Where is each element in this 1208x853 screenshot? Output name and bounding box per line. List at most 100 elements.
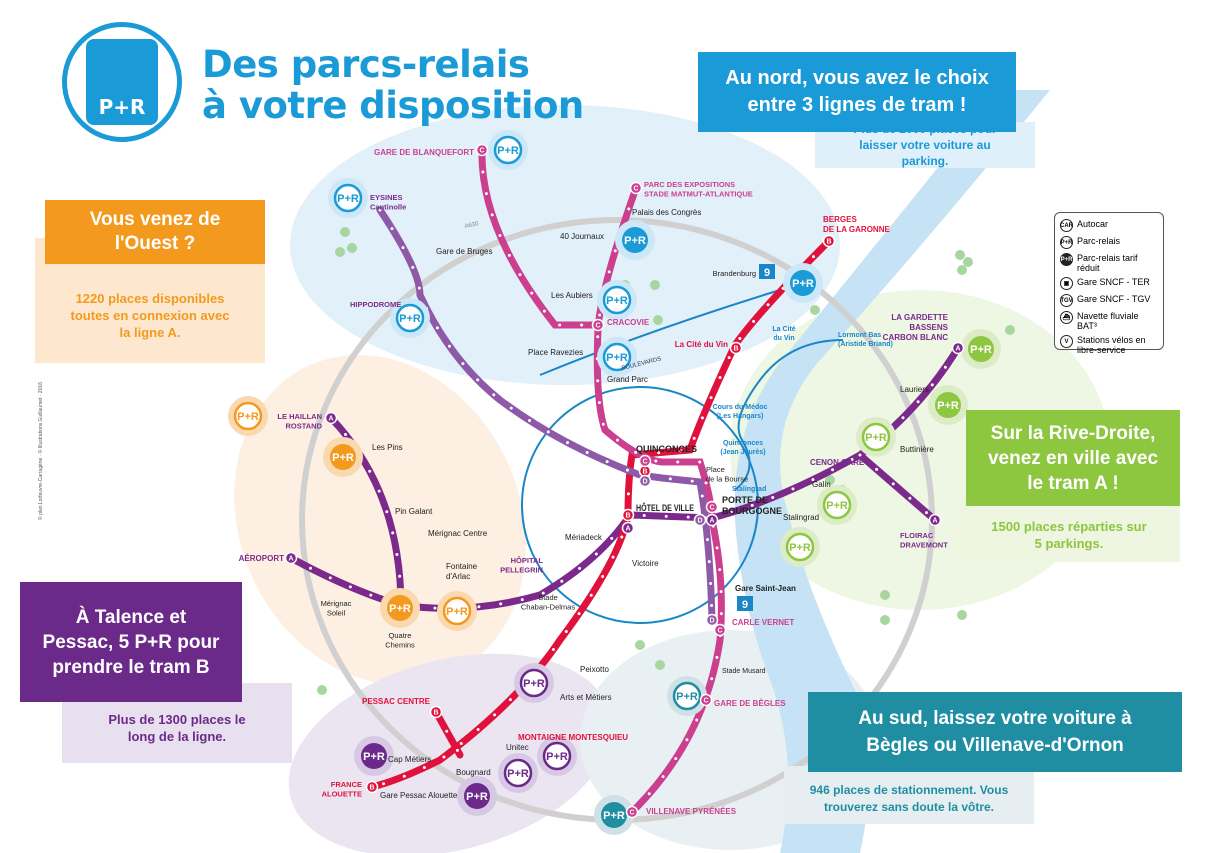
line-letter: A	[932, 518, 937, 525]
east-detail: 1500 places réparties sur 5 parkings.	[958, 500, 1180, 562]
line-badge-A: A	[951, 341, 965, 355]
station-label-line: Gare Saint-Jean	[735, 584, 796, 593]
station-label: Gare Saint-Jean	[735, 584, 796, 593]
station-label-line: Palais des Congrès	[632, 208, 701, 217]
station-label-line: Stade	[538, 593, 558, 602]
park-ride-marker[interactable]: P+R	[961, 329, 1001, 369]
station-label-line: GARE DE BLANQUEFORT	[374, 148, 474, 157]
station-label-line: Stalingrad	[783, 513, 819, 522]
park-ride-marker[interactable]: P+R	[323, 437, 363, 477]
station-label: Place Ravezies	[528, 348, 583, 357]
line-badge-C: C	[475, 143, 489, 157]
park-ride-icon	[861, 422, 891, 452]
station-label-line: Victoire	[632, 559, 659, 568]
station-label-line: MONTAIGNE MONTESQUIEU	[518, 733, 628, 742]
park-ride-marker[interactable]: P+R	[228, 396, 268, 436]
line-badge-B: B	[729, 341, 743, 355]
tree-icon	[957, 610, 967, 620]
park-ride-marker[interactable]: P+R	[488, 130, 528, 170]
park-ride-label: P+R	[389, 603, 411, 615]
line-badge-A: A	[705, 513, 719, 527]
park-ride-marker[interactable]: P+R	[380, 588, 420, 628]
station-label: Bougnard	[456, 768, 491, 777]
park-ride-icon	[822, 490, 852, 520]
page-title: Des parcs-relais à votre disposition	[202, 44, 584, 126]
west-detail-text: 1220 places disponibles toutes en connex…	[70, 291, 230, 340]
station-label-line: CARLE VERNET	[732, 618, 794, 627]
line-badge-D: D	[638, 474, 652, 488]
park-ride-marker[interactable]: P+R	[354, 736, 394, 776]
bus-line-9-badge: 9	[759, 264, 775, 279]
station-label: Brandenburg	[713, 269, 756, 278]
line-letter: A	[328, 416, 333, 423]
park-ride-marker[interactable]: P+R	[437, 591, 477, 631]
station-label-line: Lormont Bas	[838, 332, 881, 339]
river-shuttle-route	[734, 339, 844, 491]
tram-stops-A	[329, 416, 403, 607]
park-ride-marker[interactable]: P+R	[597, 337, 637, 377]
park-ride-icon: P+R	[1060, 236, 1073, 249]
station-label: Peixotto	[580, 665, 609, 674]
station-label-line: Arts et Métiers	[560, 693, 612, 702]
station-label-line: (Les Hangars)	[717, 413, 764, 420]
park-ride-marker[interactable]: P+R	[457, 776, 497, 816]
park-ride-marker[interactable]: P+R	[667, 676, 707, 716]
park-ride-marker[interactable]: P+R	[597, 280, 637, 320]
park-ride-marker[interactable]: P+R	[594, 795, 634, 835]
park-ride-marker[interactable]: P+R	[817, 485, 857, 525]
park-ride-icon	[601, 802, 627, 828]
station-label-line: Quinconces	[723, 440, 763, 447]
park-ride-marker[interactable]: P+R	[856, 417, 896, 457]
station-label-line: Pin Galant	[395, 507, 433, 516]
park-ride-marker[interactable]: P+R	[615, 220, 655, 260]
tree-icon	[880, 615, 890, 625]
logo: P+R	[62, 22, 182, 142]
park-ride-marker[interactable]: P+R	[328, 178, 368, 218]
southwest-title: À Talence et Pessac, 5 P+R pour prendre …	[42, 606, 220, 678]
park-ride-label: P+R	[497, 145, 519, 157]
station-label: Les Pins	[372, 443, 403, 452]
park-ride-label: P+R	[606, 295, 628, 307]
tree-icon	[655, 660, 665, 670]
title-line-1: Des parcs-relais	[202, 43, 530, 86]
line-letter: D	[642, 479, 647, 486]
station-label: HÔTEL DE VILLE	[636, 502, 694, 513]
station-label-line: HÔPITAL	[511, 556, 544, 565]
line-letter: C	[709, 505, 714, 512]
east-callout: Sur la Rive-Droite, venez en ville avec …	[966, 410, 1180, 506]
station-label-line: 40 Journaux	[560, 232, 604, 241]
station-label-line: BASSENS	[909, 323, 948, 332]
tree-icon	[635, 640, 645, 650]
park-ride-label: P+R	[676, 691, 698, 703]
park-ride-marker[interactable]: P+R	[537, 736, 577, 776]
copyright: © plan Lorfeuvre-Carragène · © Illustrat…	[38, 382, 44, 520]
station-label-line: Gare de Bruges	[436, 247, 492, 256]
station-label-line: Galin	[812, 480, 831, 489]
park-ride-marker[interactable]: P+R	[928, 385, 968, 425]
park-ride-icon	[519, 668, 549, 698]
tram-stops-C	[480, 148, 600, 327]
park-ride-marker[interactable]: P+R	[498, 753, 538, 793]
line-letter: D	[697, 518, 702, 525]
line-badge-B: B	[621, 508, 635, 522]
station-label-line: Chaban-Delmas	[521, 603, 575, 612]
station-label: Gare de Bruges	[436, 247, 492, 256]
park-ride-marker[interactable]: P+R	[514, 663, 554, 703]
station-label: Les Aubiers	[551, 291, 593, 300]
station-label: Stalingrad	[783, 513, 819, 522]
line-letter: C	[642, 459, 647, 466]
line-badge-C: C	[629, 181, 643, 195]
park-ride-marker[interactable]: P+R	[390, 298, 430, 338]
park-ride-icon	[233, 401, 263, 431]
park-ride-marker[interactable]: P+R	[780, 527, 820, 567]
legend-item: ▣Gare SNCF - TER	[1060, 277, 1158, 290]
park-ride-marker[interactable]: P+R	[783, 263, 823, 303]
station-label-line: Gare Pessac Alouette	[380, 791, 458, 800]
station-label-line: DRAVEMONT	[900, 541, 948, 550]
bus-line-label: 9	[742, 599, 748, 611]
